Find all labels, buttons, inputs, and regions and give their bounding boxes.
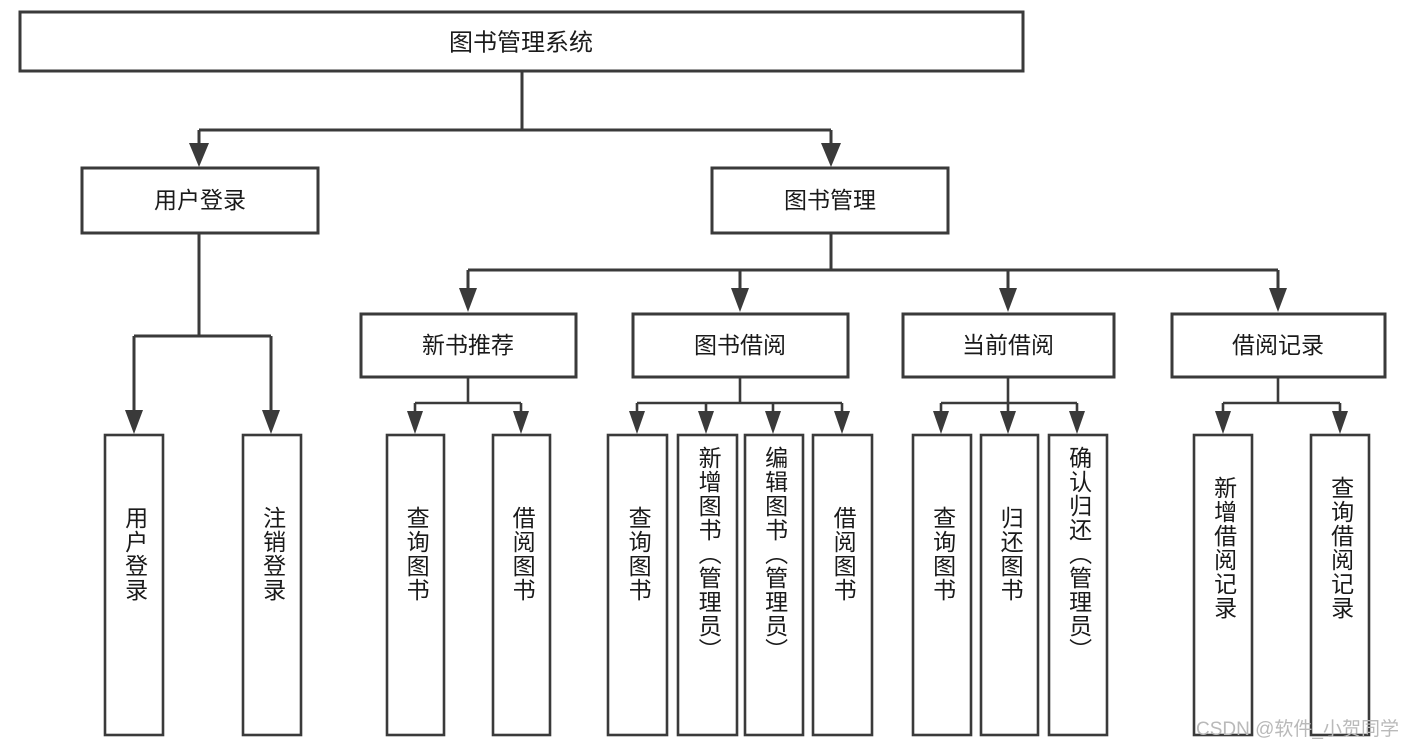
node-current-borrow[interactable]: 当前借阅	[901, 312, 1116, 379]
node-root-label: 图书管理系统	[449, 29, 593, 56]
node-borrow-record-label: 借阅记录	[1232, 332, 1324, 358]
node-leaf-borrow-book-2[interactable]	[811, 433, 874, 737]
node-book-borrow-label: 图书借阅	[694, 332, 786, 358]
node-leaf-user-login[interactable]	[103, 433, 165, 737]
node-root[interactable]: 图书管理系统	[18, 10, 1025, 73]
node-leaf-borrow-book-1[interactable]	[491, 433, 552, 737]
node-leaf-logout-login[interactable]	[241, 433, 303, 737]
node-book-borrow[interactable]: 图书借阅	[631, 312, 850, 379]
node-leaf-confirm-return[interactable]	[1047, 433, 1109, 737]
node-current-borrow-label: 当前借阅	[962, 332, 1054, 358]
connector-root-to-level2	[189, 71, 841, 167]
node-new-book-recommend[interactable]: 新书推荐	[359, 312, 578, 379]
connector-currentborrow-to-leaves	[933, 377, 1085, 434]
node-leaf-edit-book[interactable]	[743, 433, 805, 737]
node-new-book-recommend-label: 新书推荐	[422, 332, 514, 358]
node-user-login-label: 用户登录	[154, 187, 246, 213]
connector-newbook-to-leaves	[407, 377, 529, 434]
connector-borrowrecord-to-leaves	[1215, 377, 1348, 434]
node-leaf-add-book[interactable]	[676, 433, 739, 737]
node-leaf-add-record[interactable]	[1192, 433, 1254, 737]
node-leaf-query-record[interactable]	[1309, 433, 1371, 737]
node-leaf-return-book[interactable]	[979, 433, 1040, 737]
node-leaf-query-book-2[interactable]	[606, 433, 669, 737]
node-leaf-query-book-1[interactable]	[385, 433, 446, 737]
connector-bookborrow-to-leaves	[629, 377, 850, 434]
node-book-management-label: 图书管理	[784, 187, 876, 213]
node-borrow-record[interactable]: 借阅记录	[1170, 312, 1387, 379]
connector-bookmgmt-to-level3	[459, 233, 1287, 312]
node-user-login[interactable]: 用户登录	[80, 166, 320, 235]
node-leaf-query-book-3[interactable]	[911, 433, 973, 737]
leaf-boxes	[103, 433, 1371, 737]
connector-userlogin-to-leaves	[125, 233, 280, 434]
node-book-management[interactable]: 图书管理	[710, 166, 950, 235]
